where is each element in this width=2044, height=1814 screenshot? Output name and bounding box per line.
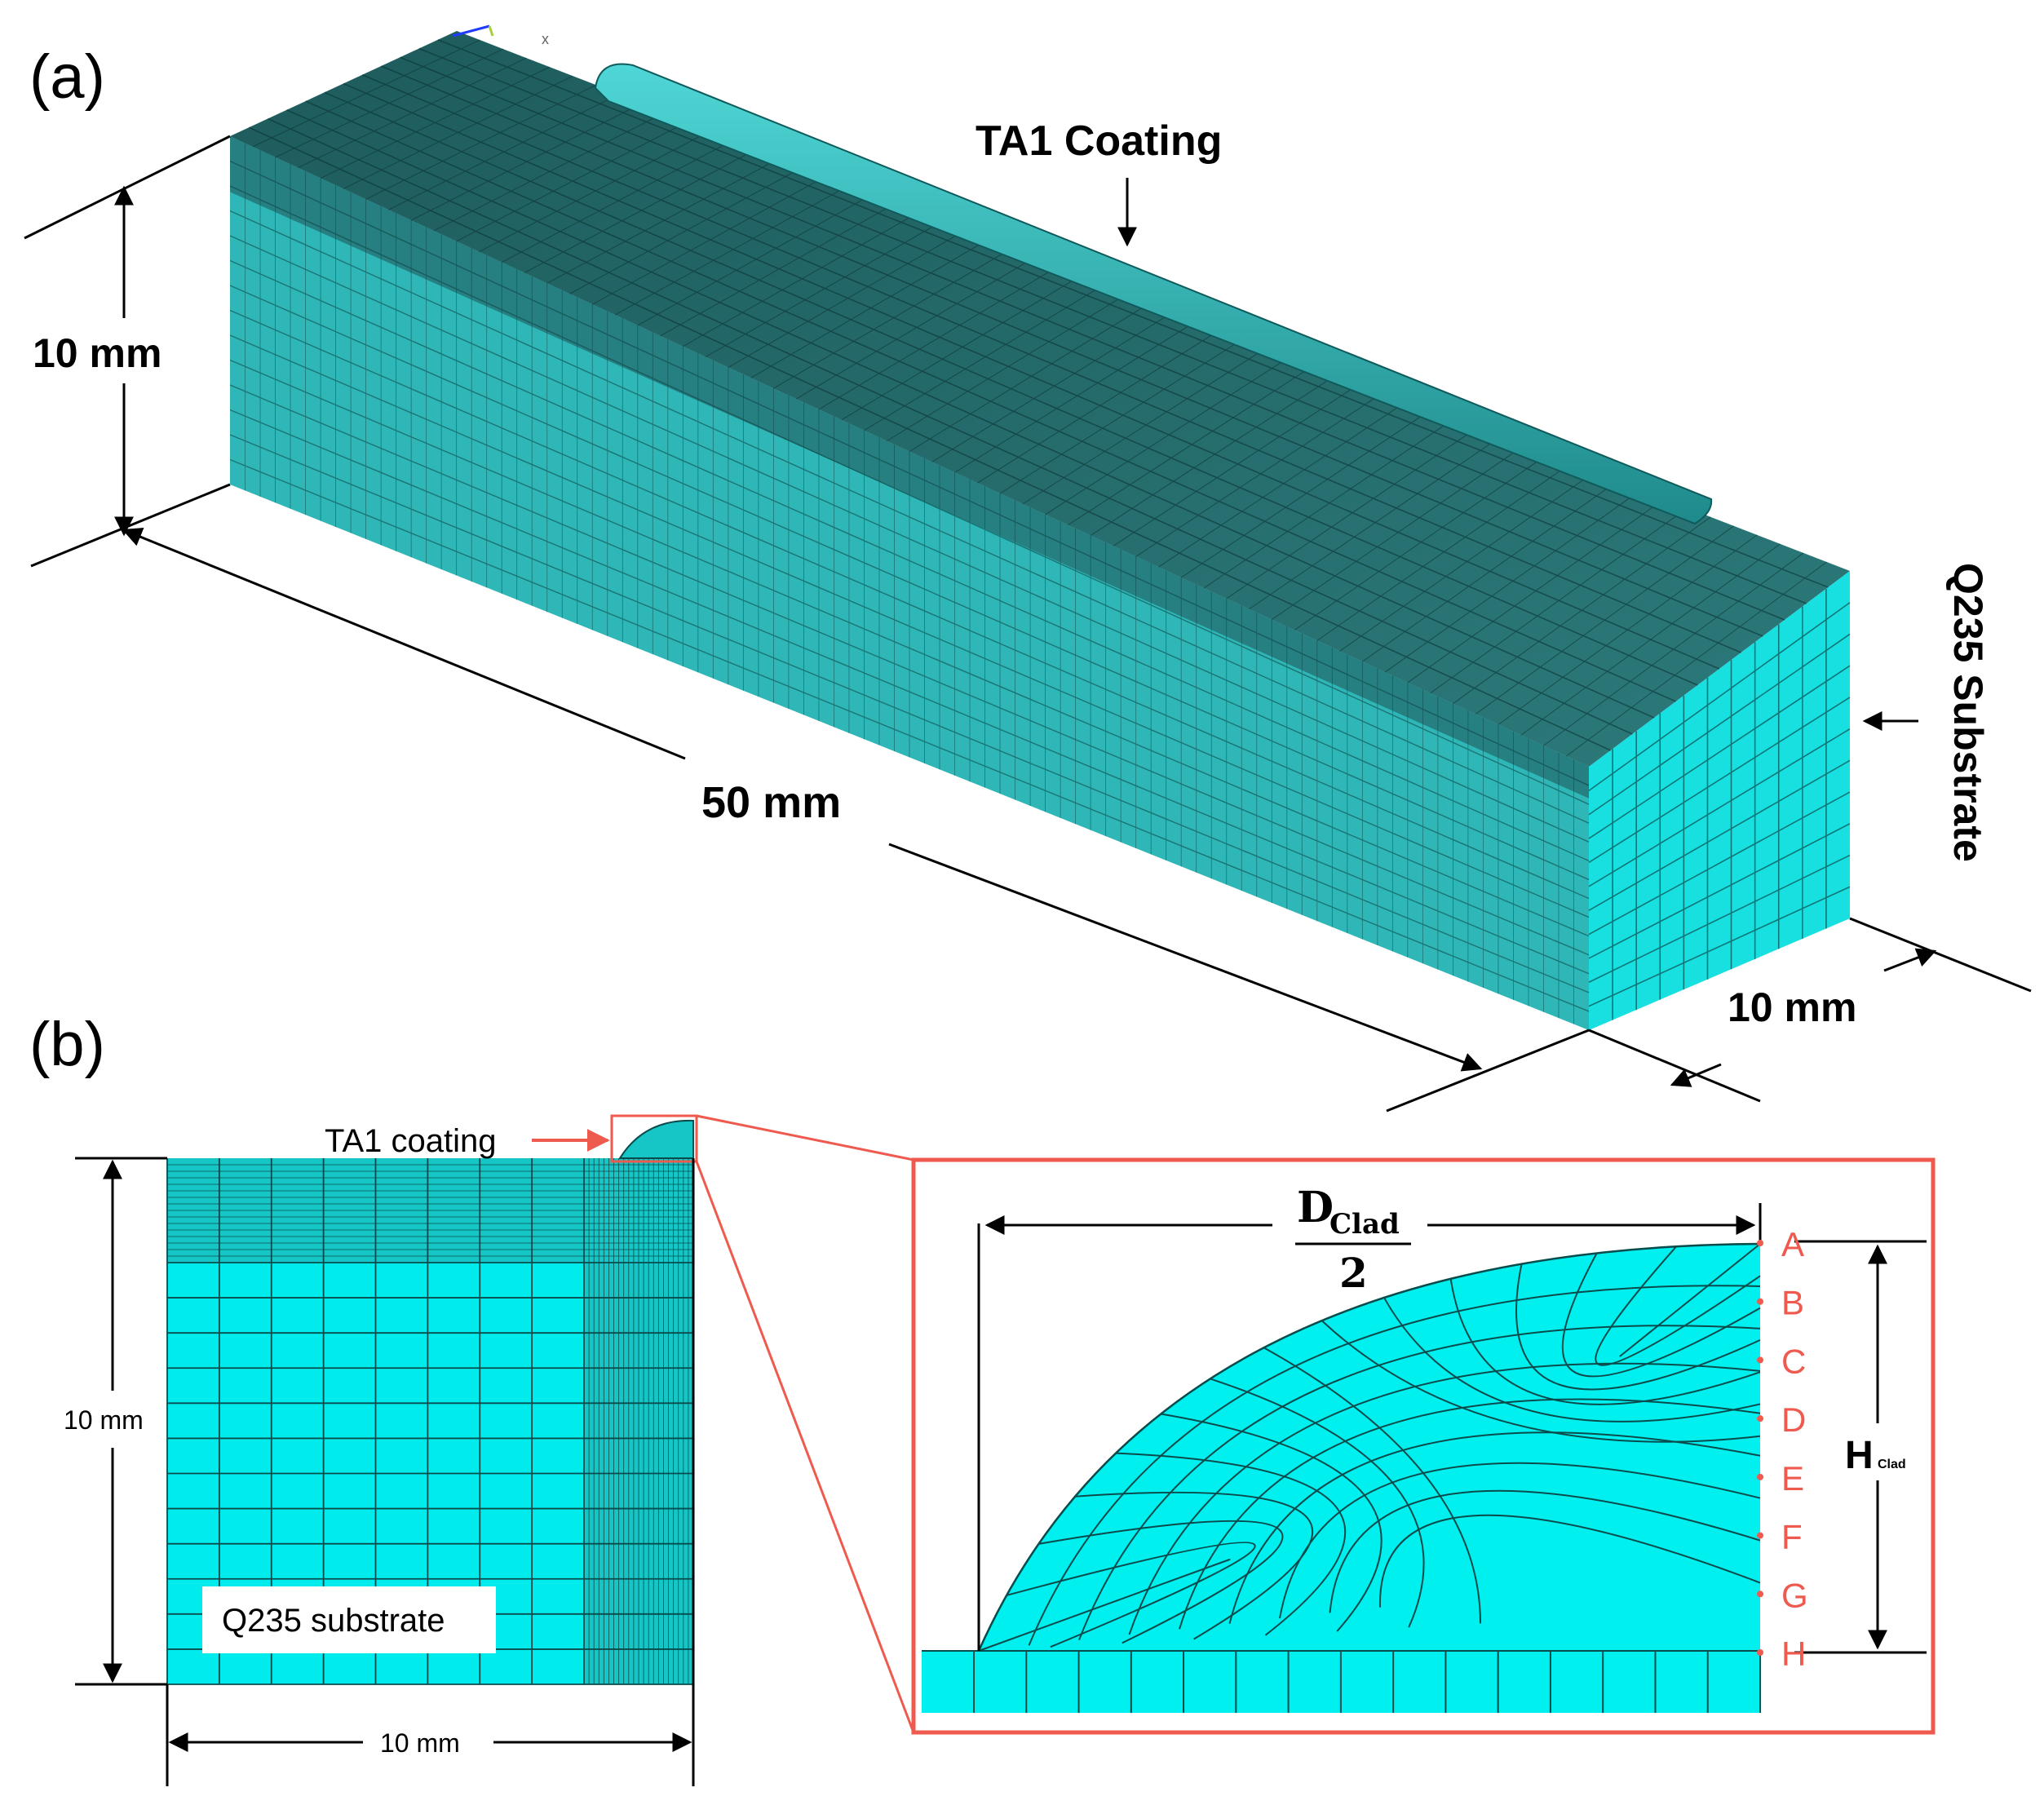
point-label-b: B bbox=[1781, 1284, 1804, 1322]
length-arrow-left bbox=[122, 528, 686, 760]
point-label-c: C bbox=[1781, 1342, 1806, 1380]
height-dim-label-b: 10 mm bbox=[64, 1405, 144, 1435]
point-label-a: A bbox=[1781, 1225, 1804, 1263]
hclad-subscript: Clad bbox=[1878, 1458, 1906, 1471]
end-mesh bbox=[1588, 588, 1851, 1020]
dclad-subscript: Clad bbox=[1329, 1208, 1400, 1241]
width-arrow-left bbox=[1670, 1063, 1722, 1087]
ext-line-width-a bbox=[1588, 1029, 1761, 1103]
height-dim-label: 10 mm bbox=[33, 330, 161, 376]
hclad-symbol: H bbox=[1845, 1434, 1874, 1477]
point-marker bbox=[1757, 1298, 1763, 1305]
width-dim-label: 10 mm bbox=[1728, 984, 1856, 1030]
point-label-g: G bbox=[1781, 1576, 1808, 1614]
axis-y-icon bbox=[488, 25, 494, 37]
zoom-box bbox=[610, 1114, 698, 1163]
substrate-top-face bbox=[230, 31, 1850, 767]
panel-a-label: (a) bbox=[29, 42, 105, 112]
q235-substrate-label: Q235 Substrate bbox=[1945, 563, 1991, 862]
point-marker bbox=[1757, 1649, 1763, 1656]
width-dim-label-b: 10 mm bbox=[380, 1728, 460, 1758]
ta1-coating-label-b: TA1 coating bbox=[325, 1123, 497, 1159]
zoom-connector-bottom bbox=[695, 1161, 915, 1733]
top-mesh bbox=[248, 39, 1829, 757]
axis-glyph: x bbox=[542, 31, 549, 47]
point-marker bbox=[1757, 1532, 1763, 1539]
point-marker bbox=[1757, 1240, 1763, 1246]
point-label-f: F bbox=[1781, 1518, 1803, 1556]
ta1-coating-label: TA1 Coating bbox=[976, 117, 1222, 165]
dclad-denominator: 2 bbox=[1339, 1249, 1368, 1297]
panel-b-label: (b) bbox=[29, 1010, 105, 1079]
ext-line-length bbox=[1386, 1029, 1590, 1113]
axis-x-icon bbox=[452, 24, 490, 38]
ta1-coating-bead bbox=[594, 63, 1713, 525]
q235-substrate-label-b: Q235 substrate bbox=[222, 1603, 445, 1639]
substrate-end-face bbox=[1589, 571, 1850, 1030]
zoom-connector-top bbox=[696, 1114, 914, 1161]
point-label-e: E bbox=[1781, 1459, 1804, 1498]
ext-line-width-b bbox=[1849, 917, 2032, 993]
coating-cap bbox=[618, 1119, 694, 1159]
ext-line-bottom bbox=[30, 483, 231, 568]
length-arrow-right bbox=[888, 843, 1483, 1072]
ext-line-top bbox=[24, 135, 231, 240]
front-mesh bbox=[229, 143, 1590, 1024]
inset-clad bbox=[979, 1244, 1760, 1651]
point-label-d: D bbox=[1781, 1400, 1806, 1439]
width-arrow-right bbox=[1883, 948, 1937, 972]
point-marker bbox=[1757, 1591, 1763, 1598]
inset-mesh bbox=[922, 1242, 1761, 1713]
dclad-symbol: D bbox=[1297, 1183, 1334, 1232]
point-label-h: H bbox=[1781, 1635, 1806, 1673]
q235-label-box bbox=[202, 1586, 496, 1653]
section-mesh bbox=[166, 1158, 693, 1685]
point-marker bbox=[1757, 1473, 1763, 1480]
point-marker bbox=[1757, 1356, 1763, 1364]
point-marker bbox=[1757, 1415, 1763, 1422]
length-dim-label: 50 mm bbox=[701, 778, 841, 827]
